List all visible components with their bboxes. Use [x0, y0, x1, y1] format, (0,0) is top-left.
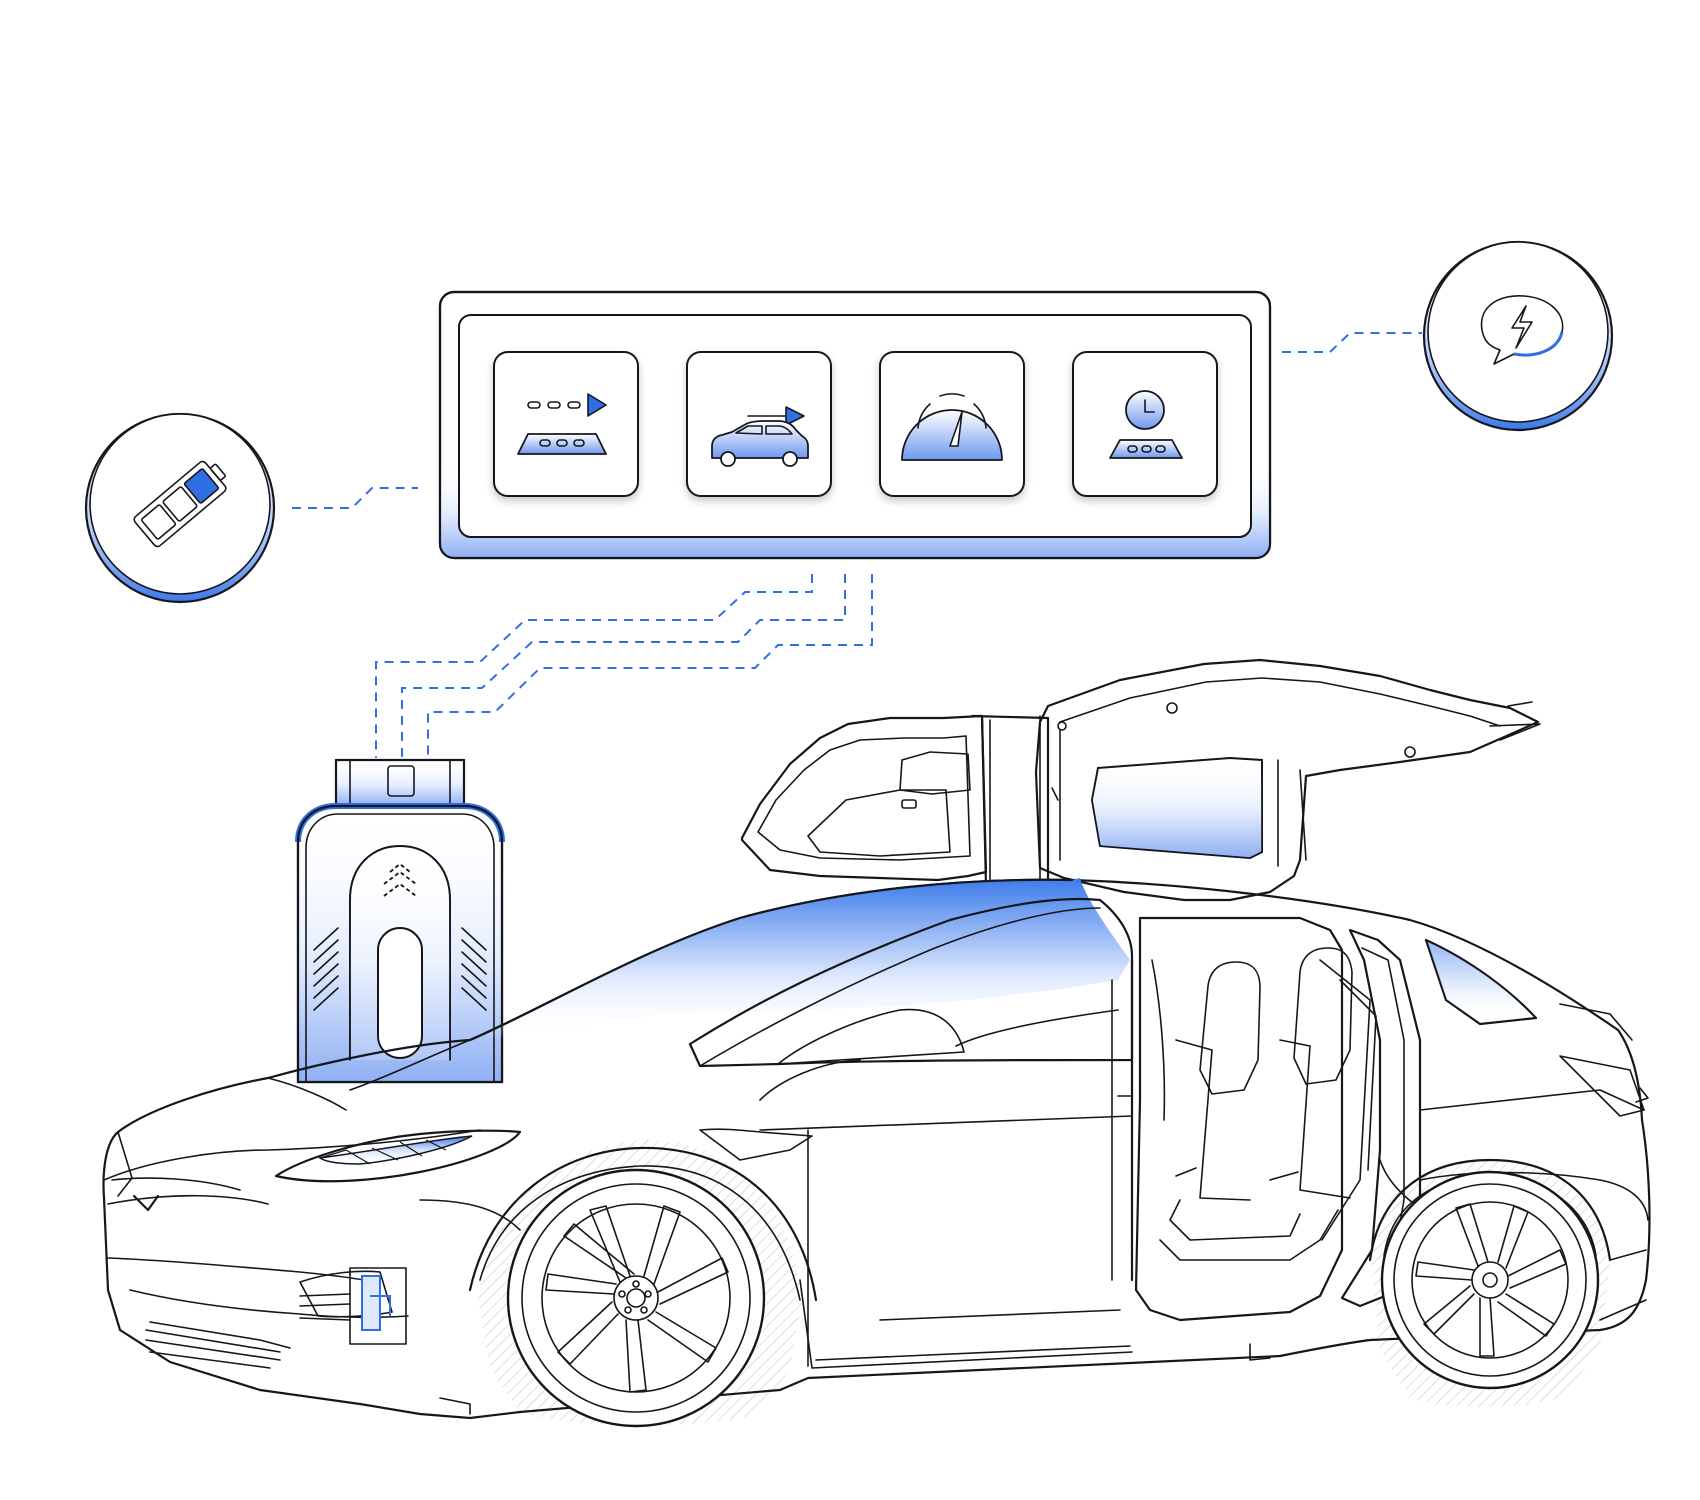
rear-wheel	[1380, 1170, 1600, 1390]
front-wheel	[506, 1168, 766, 1428]
feature-panel	[438, 290, 1272, 560]
interior-seats	[1134, 916, 1377, 1322]
battery-icon	[133, 460, 227, 548]
dashed-arrow-over-pad-icon	[517, 393, 607, 455]
obd-adapter	[295, 758, 505, 1084]
speech-bubble-lightning-icon	[1480, 295, 1564, 365]
alert-message-badge[interactable]	[1422, 240, 1614, 432]
scheduled-charge-button[interactable]	[1072, 351, 1218, 497]
speedometer-gauge-icon	[901, 393, 1003, 461]
suv-falcon-wing-doors	[102, 658, 1651, 1428]
front-falcon-door	[1034, 658, 1541, 902]
clock-over-pad-icon	[1109, 390, 1183, 459]
connector-lines	[292, 332, 1422, 758]
speedometer-button[interactable]	[879, 351, 1025, 497]
car-drive-button[interactable]	[686, 351, 832, 497]
car-with-arrow-icon	[711, 406, 809, 467]
rear-left-falcon-door	[740, 714, 1050, 890]
route-forward-button[interactable]	[493, 351, 639, 497]
headlight	[274, 1129, 522, 1183]
chevron-up-pattern-icon	[383, 862, 417, 897]
battery-badge[interactable]	[84, 412, 276, 604]
